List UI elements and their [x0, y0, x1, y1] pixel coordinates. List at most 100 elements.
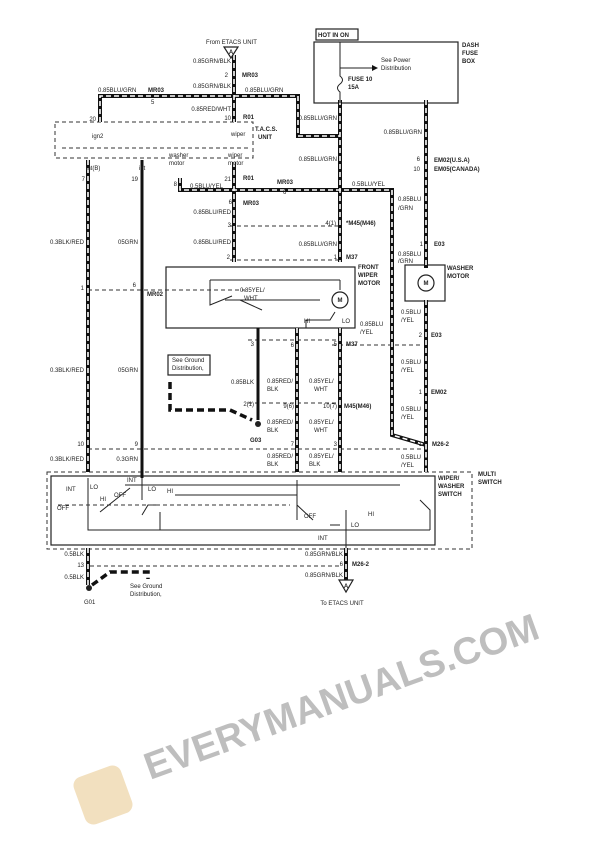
wire-label: 0.85BLU/GRN [299, 116, 337, 122]
wire-label: 0.85BLU/RED [193, 210, 231, 216]
arrow-icon [372, 65, 378, 71]
tacs-unit-label: UNIT [258, 135, 272, 141]
hot-in-on-label: HOT IN ON [318, 33, 349, 39]
wire-label: 0.85BLU [398, 252, 421, 258]
connector-label: MR03 [277, 180, 294, 186]
wire-label: 0.85YEL/ [309, 454, 334, 460]
watermark: EVERYMANUALS.COM [73, 607, 545, 825]
wire-label: 0.85RED/ [267, 379, 293, 385]
ground-g01-icon [86, 585, 92, 591]
connector-label: EM05(CANADA) [434, 167, 480, 173]
pin-label: 6 [229, 200, 233, 206]
wire-label: 0.85RED/WHT [191, 107, 231, 113]
switch-position-label: LO [351, 523, 359, 529]
wire-label: 0.5BLU [401, 310, 421, 316]
wire-label: 0.85RED/ [267, 420, 293, 426]
pin-label: 8 [174, 182, 178, 188]
wire-label: 0.5BLK [64, 575, 84, 581]
pin-label: 2 [225, 73, 229, 79]
connector-label: M26-2 [352, 562, 370, 568]
wire-label: 0.85GRN/BLK [193, 84, 231, 90]
wire-label: 0.3BLK/RED [50, 457, 85, 463]
see-power-label: Distribution [381, 66, 411, 72]
pin-label: 6 [340, 562, 344, 568]
wire-label: /YEL [401, 318, 415, 324]
switch-position-label: OFF [114, 493, 126, 499]
multi-switch-label: MULTI [478, 472, 496, 478]
to-etacs-label: To ETACS UNIT [320, 601, 364, 607]
see-ground-label: See Ground [172, 358, 204, 364]
wiper-washer-switch-box [50, 475, 436, 546]
pin-label: 6 [283, 190, 287, 196]
wire-label: /YEL [401, 463, 415, 469]
switch-position-label: HI [100, 497, 106, 503]
connector-label: EM02(U.S.A) [434, 158, 470, 164]
pin-name: int(B) [86, 166, 100, 172]
wire-label: WHT [314, 387, 328, 393]
connector-label: MR03 [148, 88, 165, 94]
tacs-unit-label: T.A.C.S. [255, 127, 278, 133]
front-wiper-motor-label: FRONT [358, 265, 379, 271]
multi-switch-label: SWITCH [478, 480, 502, 486]
pin-label: 9 [135, 442, 139, 448]
switch-position-label: INT [318, 536, 328, 542]
dash-fuse-box-label: FUSE [462, 51, 478, 57]
connector-a-label: A [344, 584, 349, 590]
wire-label: 0.85YEL/ [240, 288, 265, 294]
wire-label: 0.85BLU/GRN [384, 130, 422, 136]
wire-label: 0.3BLK/RED [50, 240, 85, 246]
ground-g03-icon [255, 421, 261, 427]
switch-position-label: HI [368, 512, 374, 518]
connector-label: MR02 [147, 292, 164, 298]
switch-position-label: OFF [57, 506, 69, 512]
pin-label: 5 [151, 100, 155, 106]
pin-name: int [139, 166, 146, 172]
pin-label: 3 [228, 223, 232, 229]
pin-label: 3 [251, 342, 255, 348]
connector-label: M45(M46) [344, 404, 371, 410]
switch-position-label: INT [66, 487, 76, 493]
pin-label: 6 [291, 343, 295, 349]
wire-label: 0.85BLU/GRN [245, 88, 283, 94]
wire-label: /YEL [360, 330, 374, 336]
pin-label: 2 [227, 255, 231, 261]
wire-label: /GRN [398, 259, 413, 265]
hot-in-on-box [315, 28, 359, 41]
wire-label: WHT [314, 428, 328, 434]
dash-fuse-box [313, 41, 459, 104]
washer-motor-label: MOTOR [447, 274, 470, 280]
washer-motor-icon [417, 274, 435, 292]
switch-position-label: INT [127, 478, 137, 484]
switch-position-label: LO [90, 485, 98, 491]
pin-label: 4(1) [325, 221, 336, 227]
switch-position-label: OFF [304, 514, 316, 520]
wiper-motor-icon [331, 291, 349, 309]
pin-name: motor [169, 161, 184, 167]
switch-contacts [87, 478, 431, 548]
connector-label: R01 [243, 176, 255, 182]
connector-label: EM02 [431, 390, 447, 396]
connector-label: R01 [243, 115, 255, 121]
pin-label: 6 [417, 157, 421, 163]
pin-label: 19 [131, 177, 138, 183]
wire-label: BLK [309, 462, 320, 468]
solid-wires [140, 160, 260, 478]
connector-label: MR03 [243, 201, 260, 207]
hi-terminal-label: HI [304, 319, 310, 325]
wire-label: 0.85BLU/RED [193, 240, 231, 246]
striped-wires [86, 55, 428, 585]
pin-label: 6 [133, 283, 137, 289]
pin-label: 7 [82, 177, 86, 183]
etacs-unit-box [54, 121, 254, 159]
wire-label: 0.5BLU [401, 407, 421, 413]
wire-label: 0.85BLU/GRN [299, 242, 337, 248]
pin-label: 10 [413, 167, 420, 173]
connector-label: E03 [431, 333, 442, 339]
wire-label: 0.3GRN [116, 457, 138, 463]
connector-label: M37 [346, 342, 358, 348]
pin-label: 1 [334, 255, 338, 261]
wire-label: 0.5BLU [401, 455, 421, 461]
pin-label: 2 [419, 333, 423, 339]
pin-label: 13 [77, 563, 84, 569]
